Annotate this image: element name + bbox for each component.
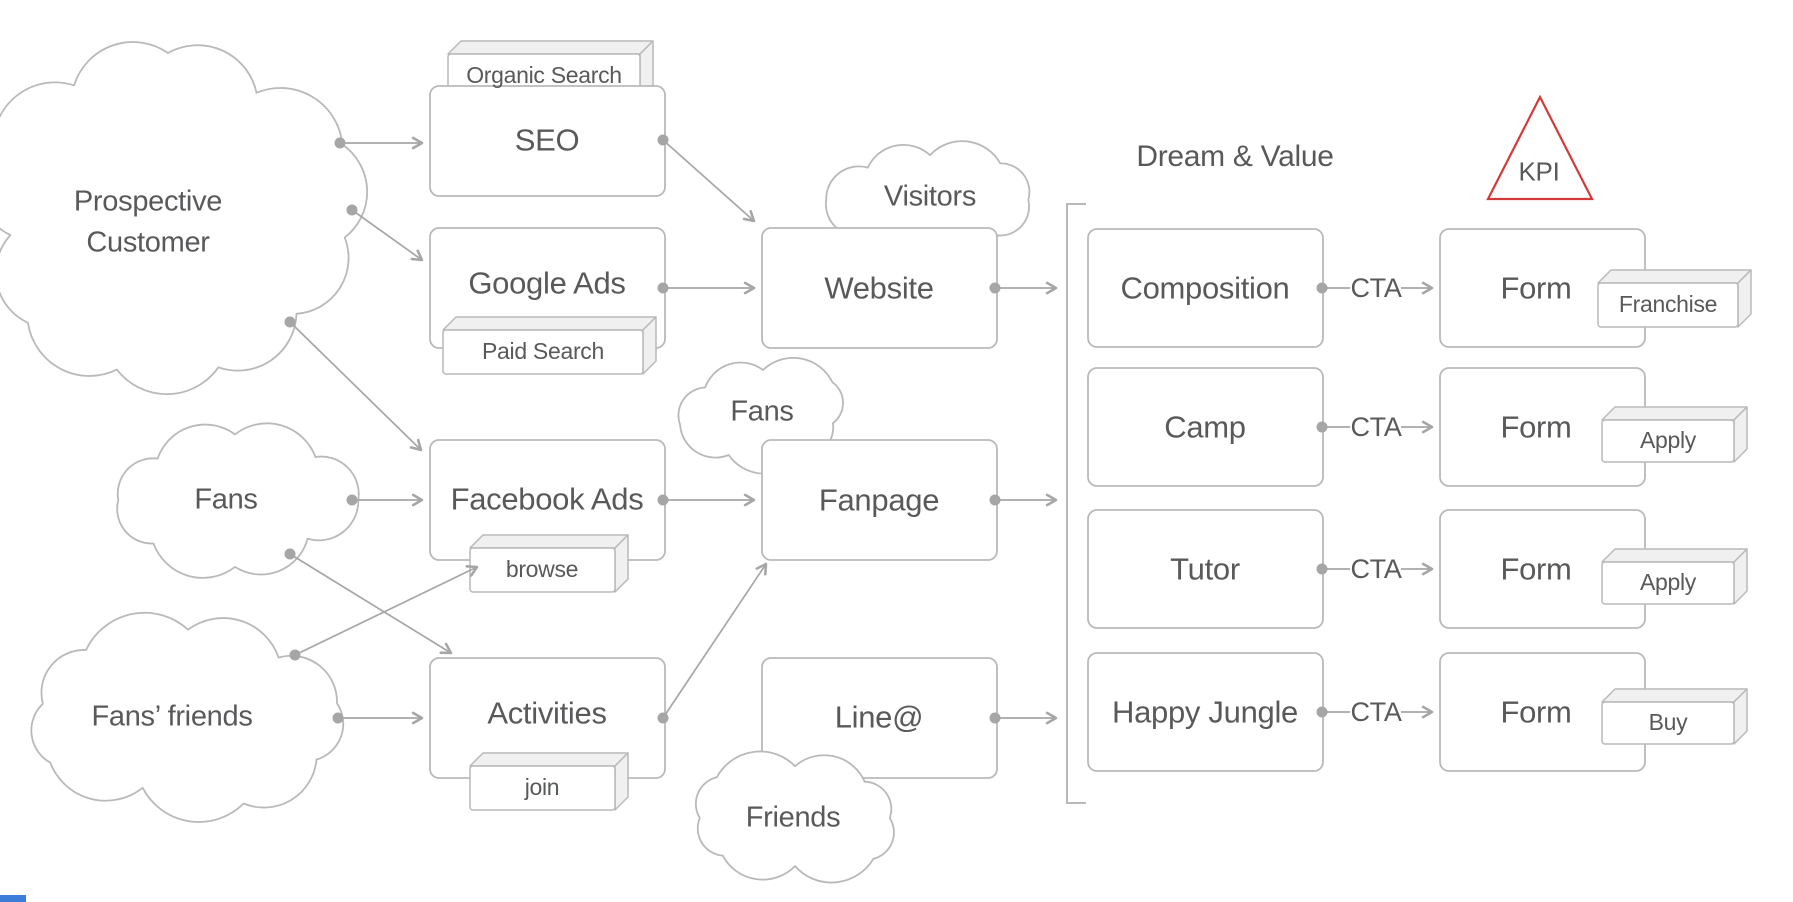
apply-cuboid-2 — [1601, 548, 1748, 605]
fans-friends-cloud — [30, 611, 345, 823]
composition-label: Composition — [1120, 270, 1290, 306]
prospective-customer-label: Prospective Customer — [73, 185, 223, 258]
cuboids-layer — [442, 269, 1752, 811]
form-label-1: Form — [1500, 270, 1572, 306]
fans-cloud-label: Fans — [194, 483, 258, 516]
dream-value-heading: Dream & Value — [1136, 140, 1334, 173]
browse-cuboid — [469, 534, 629, 593]
happy-jungle-label: Happy Jungle — [1112, 694, 1298, 730]
browse-tag: browse — [505, 556, 579, 583]
buy-tag: Buy — [1648, 709, 1688, 736]
organic-search-tag: Organic Search — [466, 62, 622, 89]
google-ads-label: Google Ads — [468, 265, 626, 301]
facebook-ads-label: Facebook Ads — [450, 481, 644, 517]
fans-friends-cloud-label: Fans’ friends — [91, 700, 253, 733]
franchise-cuboid — [1597, 269, 1752, 328]
franchise-tag: Franchise — [1618, 291, 1718, 318]
cta-label-3: CTA — [1350, 553, 1402, 584]
activities-label: Activities — [487, 695, 607, 731]
join-cuboid — [469, 752, 629, 811]
cuboid-top-face — [447, 40, 654, 55]
prospective-customer-cloud — [0, 41, 369, 396]
kpi-label: KPI — [1518, 156, 1560, 187]
cta-label-4: CTA — [1350, 696, 1402, 727]
dream-value-bracket — [1066, 203, 1086, 804]
apply-cuboid-1 — [1601, 406, 1748, 463]
camp-label: Camp — [1164, 409, 1246, 445]
tutor-label: Tutor — [1170, 551, 1240, 587]
paid-search-tag: Paid Search — [482, 338, 604, 365]
cta-label-2: CTA — [1350, 411, 1402, 442]
form-label-4: Form — [1500, 694, 1572, 730]
kpi-triangle — [1486, 94, 1594, 201]
apply-tag-2: Apply — [1639, 569, 1697, 596]
paid-search-cuboid — [442, 316, 657, 375]
form-label-3: Form — [1500, 551, 1572, 587]
clouds-front-layer — [695, 750, 895, 884]
website-label: Website — [824, 270, 934, 306]
connectors-layer — [284, 134, 1434, 725]
line-label: Line@ — [834, 699, 924, 735]
fans-cloud — [116, 422, 360, 579]
apply-tag-1: Apply — [1639, 427, 1697, 454]
fanpage-fans-cloud-label: Fans — [730, 395, 794, 428]
seo-label: SEO — [514, 122, 580, 158]
bottom-edge-strip — [0, 895, 26, 902]
visitors-cloud-label: Visitors — [883, 180, 977, 213]
form-label-2: Form — [1500, 409, 1572, 445]
cta-label-1: CTA — [1350, 272, 1402, 303]
friends-cloud — [695, 750, 895, 884]
boxes-layer — [429, 85, 1646, 779]
join-tag: join — [524, 774, 560, 801]
buy-cuboid — [1601, 688, 1748, 745]
friends-cloud-label: Friends — [745, 801, 841, 834]
fanpage-label: Fanpage — [818, 482, 940, 518]
